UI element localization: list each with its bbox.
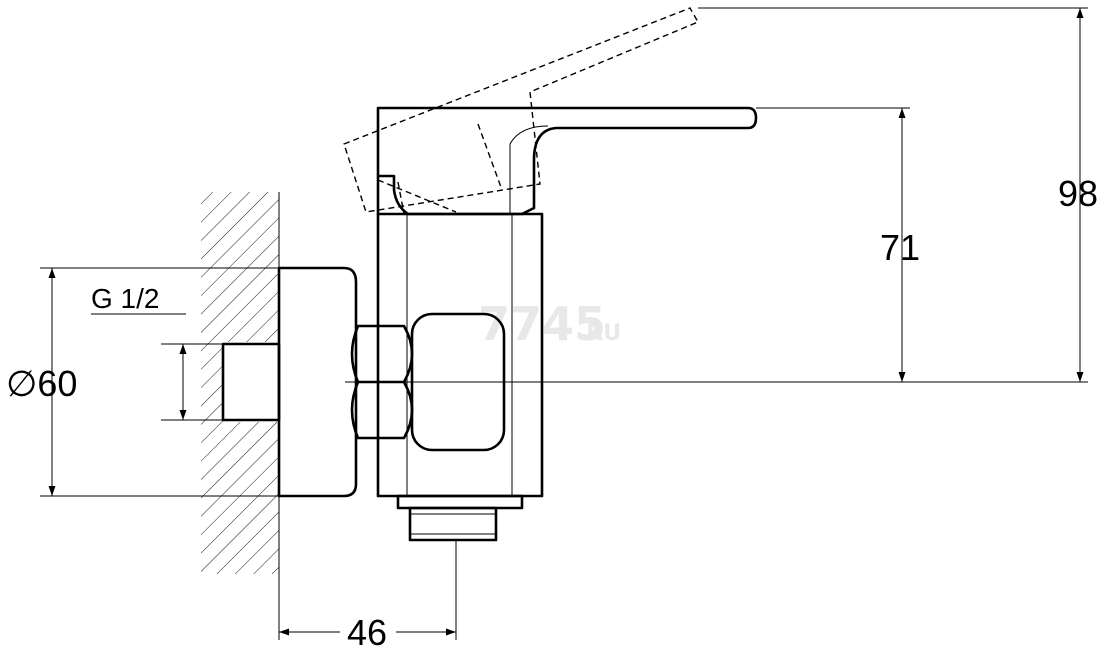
- dimension-lines: [48, 7, 1084, 636]
- diameter-label: ∅60: [6, 363, 77, 404]
- mixer-body: [376, 212, 544, 498]
- thread-size-label: G 1/2: [91, 283, 159, 314]
- watermark: 7745 .RU: [478, 297, 621, 351]
- depth-label: 46: [347, 612, 387, 648]
- wall-section: [201, 192, 280, 640]
- lever-handle: [376, 106, 758, 216]
- lever-handle-raised: [343, 7, 700, 215]
- extension-lines: [40, 7, 1088, 640]
- watermark-suffix-text: .RU: [578, 321, 621, 346]
- escutcheon-plate: [277, 266, 358, 498]
- total-height-label: 98: [1058, 173, 1098, 214]
- dimension-labels: G 1/2 ∅60 46 71 98: [6, 173, 1098, 648]
- bottom-outlet: [396, 494, 524, 542]
- spout-height-label: 71: [880, 227, 920, 268]
